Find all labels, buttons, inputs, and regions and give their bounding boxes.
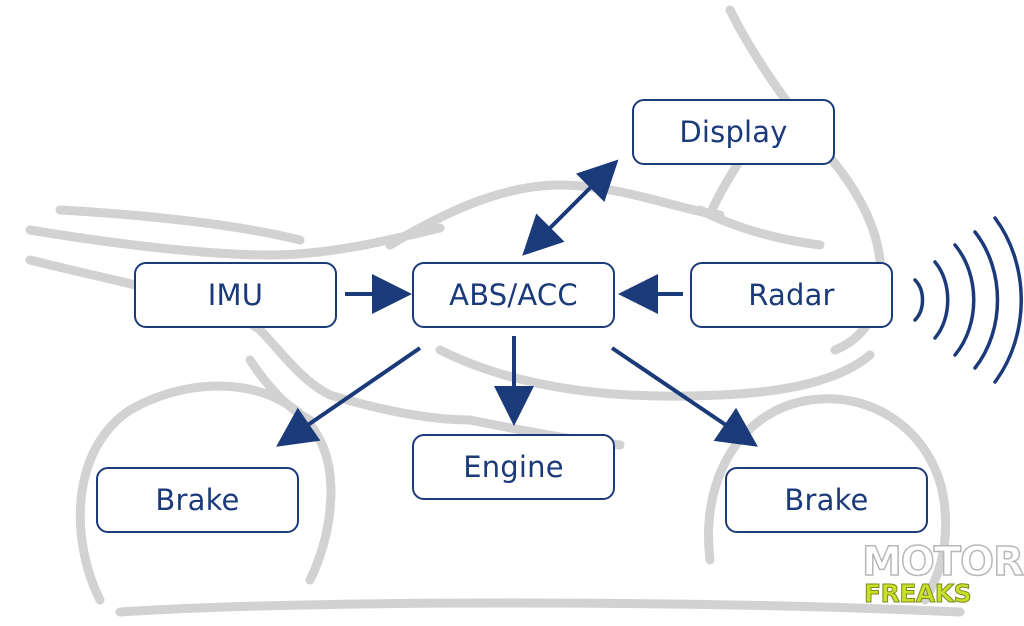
node-brake-front-label: Brake — [784, 483, 869, 517]
node-engine: Engine — [412, 434, 615, 500]
node-imu: IMU — [134, 262, 337, 328]
node-imu-label: IMU — [207, 278, 264, 312]
node-abs-acc-label: ABS/ACC — [449, 278, 578, 312]
arrow-abs-display-bidirectional — [522, 159, 619, 256]
motorfreaks-watermark: MOTOR FREAKS — [861, 541, 1024, 614]
node-radar: Radar — [690, 262, 893, 328]
arrow-abs-to-rear-brake — [276, 346, 422, 447]
node-brake-rear-label: Brake — [155, 483, 240, 517]
watermark-line1: MOTOR — [861, 539, 1024, 585]
node-display-label: Display — [679, 115, 788, 149]
node-radar-label: Radar — [748, 278, 835, 312]
watermark-line2: FREAKS — [863, 579, 972, 608]
arrow-abs-to-front-brake — [610, 346, 758, 447]
radar-waves-icon — [913, 216, 1023, 384]
node-engine-label: Engine — [463, 450, 564, 484]
node-brake-rear: Brake — [96, 467, 299, 533]
node-abs-acc: ABS/ACC — [412, 262, 615, 328]
node-brake-front: Brake — [725, 467, 928, 533]
node-display: Display — [632, 99, 835, 165]
